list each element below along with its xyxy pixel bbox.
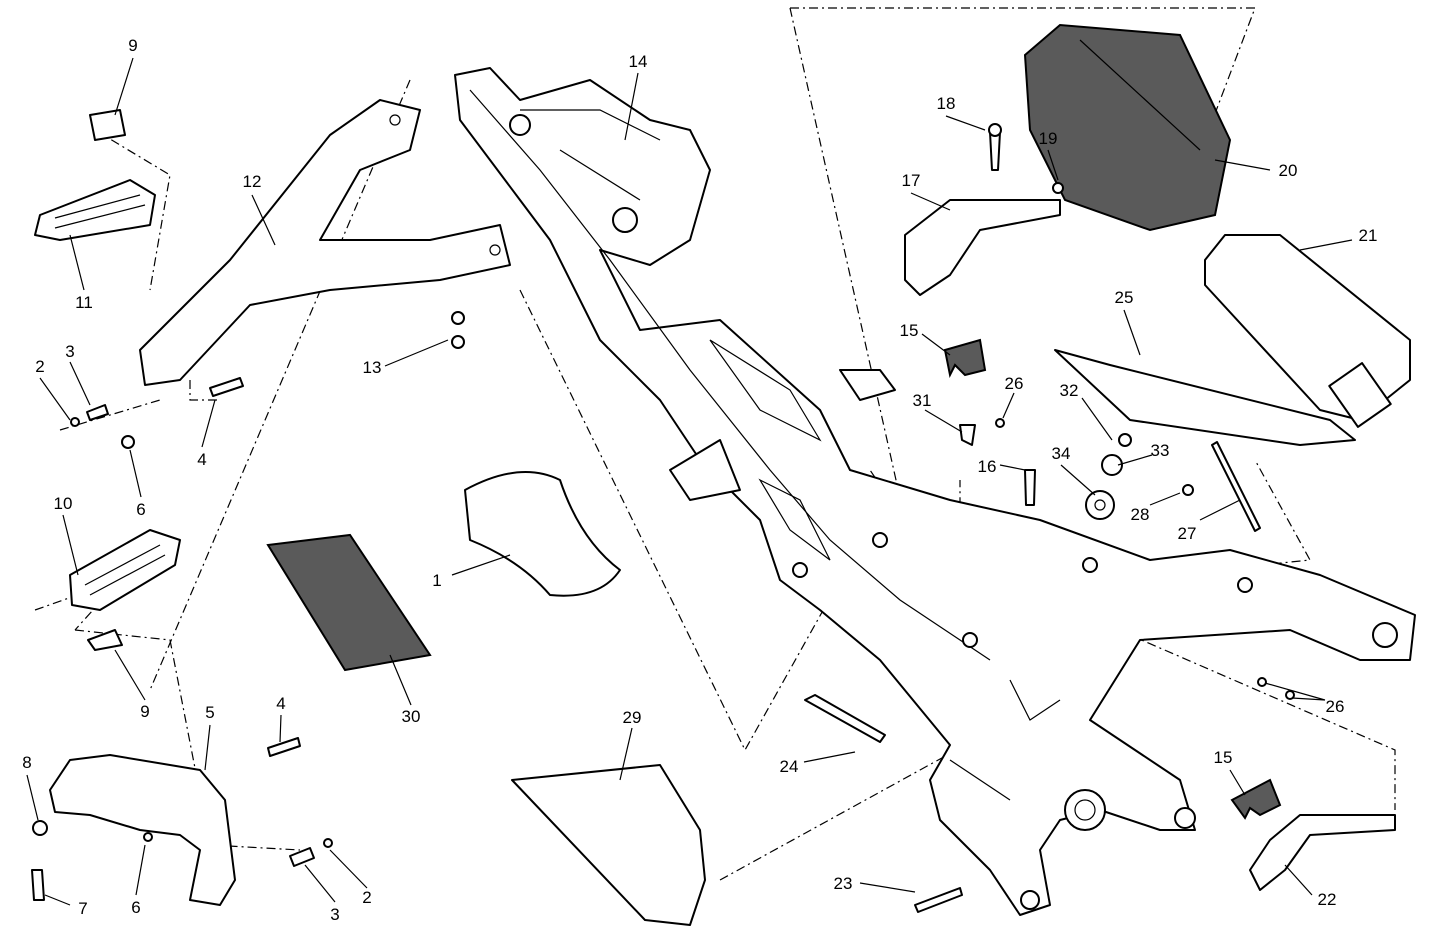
callout-28: 28 [1131, 505, 1150, 524]
pouch [1204, 234, 1411, 428]
callout-1: 1 [432, 571, 441, 590]
callout-18: 18 [937, 94, 956, 113]
callout-4-lower: 4 [276, 694, 285, 713]
callout-27: 27 [1178, 524, 1197, 543]
callout-17: 17 [902, 171, 921, 190]
callout-30: 30 [402, 707, 421, 726]
callout-21: 21 [1359, 226, 1378, 245]
callout-19: 19 [1039, 129, 1058, 148]
footpeg-lower [69, 529, 181, 651]
tray [1054, 349, 1356, 446]
callout-31: 31 [913, 391, 932, 410]
callout-29: 29 [623, 708, 642, 727]
callout-7: 7 [78, 899, 87, 918]
callout-3: 3 [65, 342, 74, 361]
callout-15: 15 [900, 321, 919, 340]
callout-13: 13 [363, 358, 382, 377]
lower-bracket [49, 754, 236, 906]
callout-10: 10 [54, 494, 73, 513]
callout-9: 9 [128, 36, 137, 55]
callout-23: 23 [834, 874, 853, 893]
rubber-pad [464, 471, 621, 597]
callout-12: 12 [243, 172, 262, 191]
callout-22: 22 [1318, 890, 1337, 909]
storage-box [1023, 23, 1232, 232]
callout-26-lower: 26 [1326, 697, 1345, 716]
clamp [943, 338, 987, 379]
callout-6: 6 [136, 500, 145, 519]
callout-4: 4 [197, 450, 206, 469]
callout-11: 11 [75, 293, 93, 312]
fasteners [31, 123, 1295, 913]
callout-26: 26 [1005, 374, 1024, 393]
callout-14: 14 [629, 52, 648, 71]
callout-labels: 9 12 14 18 19 17 20 21 25 11 2 3 13 15 3… [22, 36, 1377, 924]
footpeg [34, 109, 156, 241]
lower-right-bracket [1249, 814, 1396, 891]
callout-25: 25 [1115, 288, 1134, 307]
footpeg-bracket [139, 99, 511, 386]
callout-20: 20 [1279, 161, 1298, 180]
callout-6-lower: 6 [131, 898, 140, 917]
rear-frame [454, 67, 1416, 916]
bracket [904, 199, 1061, 296]
side-cover [511, 764, 706, 926]
callout-15-lower: 15 [1214, 748, 1233, 767]
callout-3-lower: 3 [330, 905, 339, 924]
callout-16: 16 [978, 457, 997, 476]
callout-5: 5 [205, 703, 214, 722]
callout-24: 24 [780, 757, 799, 776]
callout-2-lower: 2 [362, 888, 371, 907]
leader-lines [26, 57, 1353, 906]
callout-8: 8 [22, 753, 31, 772]
clamp-lower [1230, 778, 1282, 820]
callout-2: 2 [35, 357, 44, 376]
callout-33: 33 [1151, 441, 1170, 460]
callout-34: 34 [1052, 444, 1071, 463]
manual-plate [266, 533, 432, 672]
callout-32: 32 [1060, 381, 1079, 400]
callout-9-lower: 9 [140, 702, 149, 721]
